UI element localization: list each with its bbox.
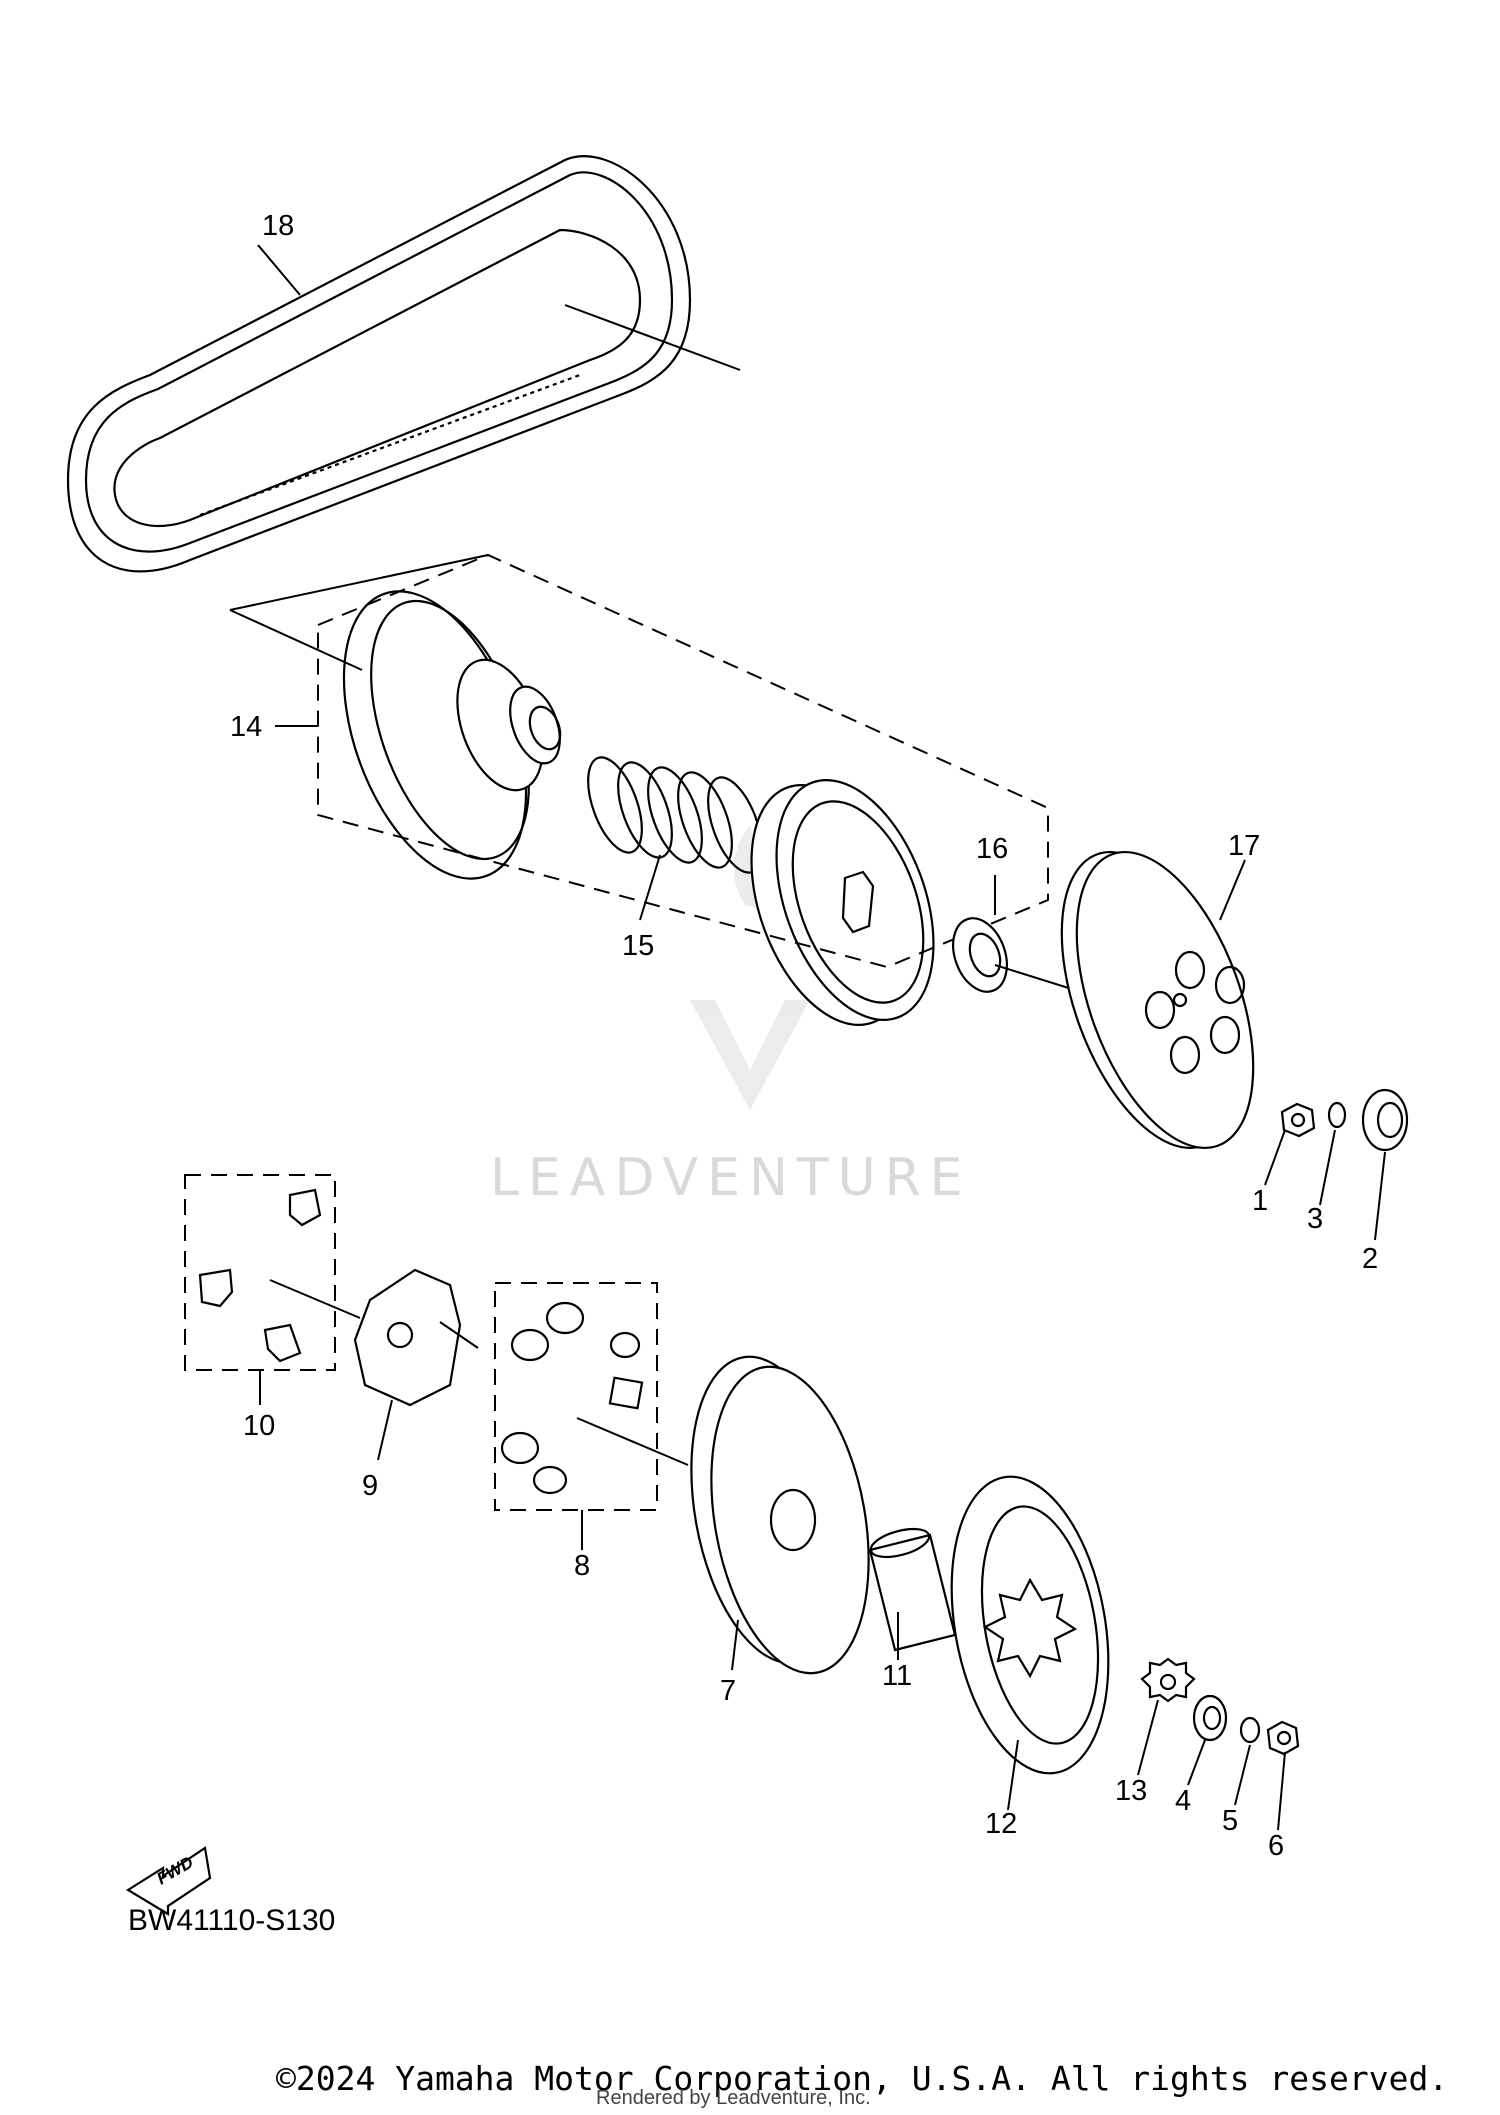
callout-17: 17 — [1228, 830, 1260, 862]
callout-10: 10 — [243, 1410, 275, 1442]
slider-pieces-10 — [198, 1188, 322, 1363]
callout-6: 6 — [1268, 1830, 1284, 1862]
leader-lines — [257, 244, 1386, 1831]
weights-8 — [500, 1301, 644, 1495]
callout-13: 13 — [1115, 1775, 1147, 1807]
one-way-clutch-4 — [1192, 1694, 1228, 1742]
diagram-code: BW41110-S130 — [128, 1904, 335, 1937]
nut-16 — [952, 917, 1076, 993]
callout-7: 7 — [720, 1675, 736, 1707]
bearing-2 — [1361, 1088, 1409, 1152]
nut-6 — [1266, 1720, 1300, 1756]
cam-9 — [353, 1268, 462, 1407]
copyright-notice: ©2024 Yamaha Motor Corporation, U.S.A. A… — [276, 2059, 1448, 2098]
fan-pulley-12 — [950, 1475, 1110, 1775]
callout-15: 15 — [622, 930, 654, 962]
compression-spring-15 — [587, 756, 763, 874]
callout-3: 3 — [1307, 1203, 1323, 1235]
washer-3 — [1327, 1101, 1347, 1129]
washer-5 — [1239, 1716, 1261, 1744]
callout-11: 11 — [882, 1660, 912, 1692]
clutch-housing-17 — [1060, 851, 1255, 1149]
callout-12: 12 — [985, 1808, 1017, 1840]
callout-16: 16 — [976, 833, 1008, 865]
callout-2: 2 — [1362, 1243, 1378, 1275]
callout-18: 18 — [262, 210, 294, 242]
nut-1 — [1280, 1102, 1316, 1138]
clutch-carrier — [750, 779, 935, 1026]
secondary-sheave-14 — [342, 590, 562, 880]
primary-sheave-7 — [690, 1355, 870, 1675]
spacer-13 — [1140, 1657, 1196, 1703]
v-belt-18 — [66, 155, 741, 573]
callout-9: 9 — [362, 1470, 378, 1502]
callout-8: 8 — [574, 1550, 590, 1582]
collar-11 — [868, 1527, 957, 1652]
callout-1: 1 — [1252, 1185, 1268, 1217]
callout-5: 5 — [1222, 1805, 1238, 1837]
watermark-text: LEADVENTURE — [490, 1148, 972, 1208]
callout-4: 4 — [1175, 1785, 1191, 1817]
callout-14: 14 — [230, 711, 262, 743]
rendered-by-notice: Rendered by Leadventure, Inc. — [596, 2087, 871, 2109]
